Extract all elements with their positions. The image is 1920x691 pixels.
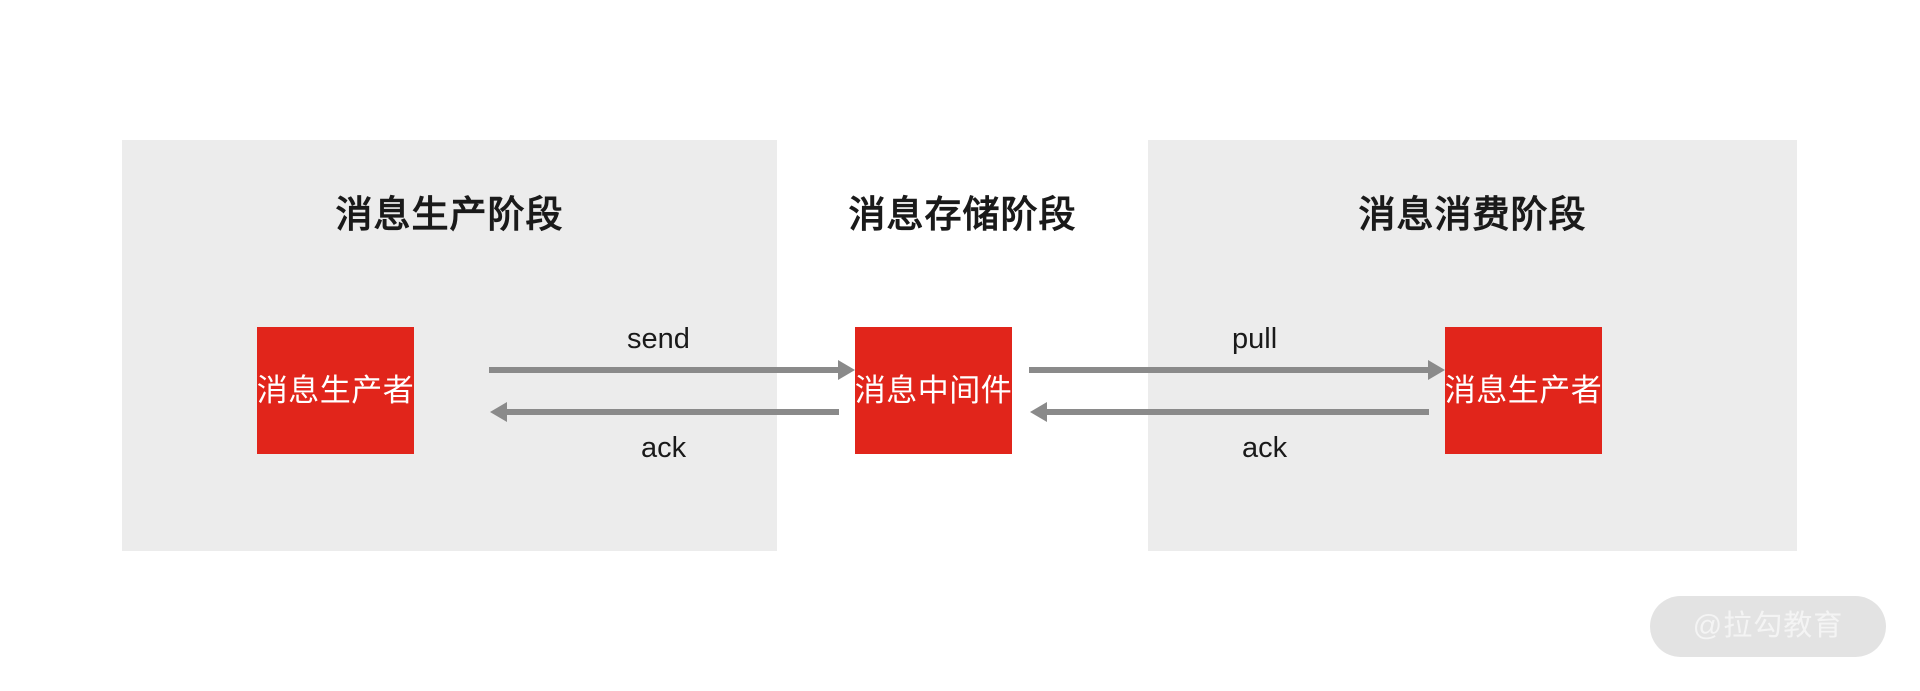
stage-title-consume: 消息消费阶段 — [1358, 194, 1587, 235]
arrow-head-right-icon — [1428, 360, 1445, 380]
node-label-message-consumer: 消息生产者 — [1444, 373, 1603, 408]
arrow-send — [489, 360, 855, 380]
stage-panel-store: 消息存储阶段 — [790, 140, 1135, 551]
node-label-message-broker: 消息中间件 — [854, 373, 1013, 408]
node-message-consumer: 消息生产者 — [1445, 327, 1602, 454]
node-message-broker: 消息中间件 — [855, 327, 1012, 454]
arrow-head-left-icon — [490, 402, 507, 422]
stage-panel-consume: 消息消费阶段 — [1148, 140, 1797, 551]
arrow-head-right-icon — [838, 360, 855, 380]
arrow-head-left-icon — [1030, 402, 1047, 422]
arrow-label-pull: pull — [1232, 323, 1278, 355]
stage-title-store: 消息存储阶段 — [848, 194, 1077, 235]
watermark-text: @拉勾教育 — [1692, 610, 1844, 642]
arrow-ack-consume — [1030, 402, 1429, 422]
stage-title-produce: 消息生产阶段 — [335, 194, 564, 235]
arrow-pull — [1029, 360, 1445, 380]
watermark-badge: @拉勾教育 — [1650, 596, 1886, 657]
node-label-message-producer: 消息生产者 — [256, 373, 415, 408]
arrow-label-send: send — [627, 323, 690, 355]
arrow-label-ack-consume: ack — [1242, 432, 1288, 464]
arrow-label-ack-produce: ack — [641, 432, 687, 464]
stage-panel-produce: 消息生产阶段 — [122, 140, 777, 551]
arrow-ack-produce — [490, 402, 839, 422]
node-message-producer: 消息生产者 — [257, 327, 414, 454]
